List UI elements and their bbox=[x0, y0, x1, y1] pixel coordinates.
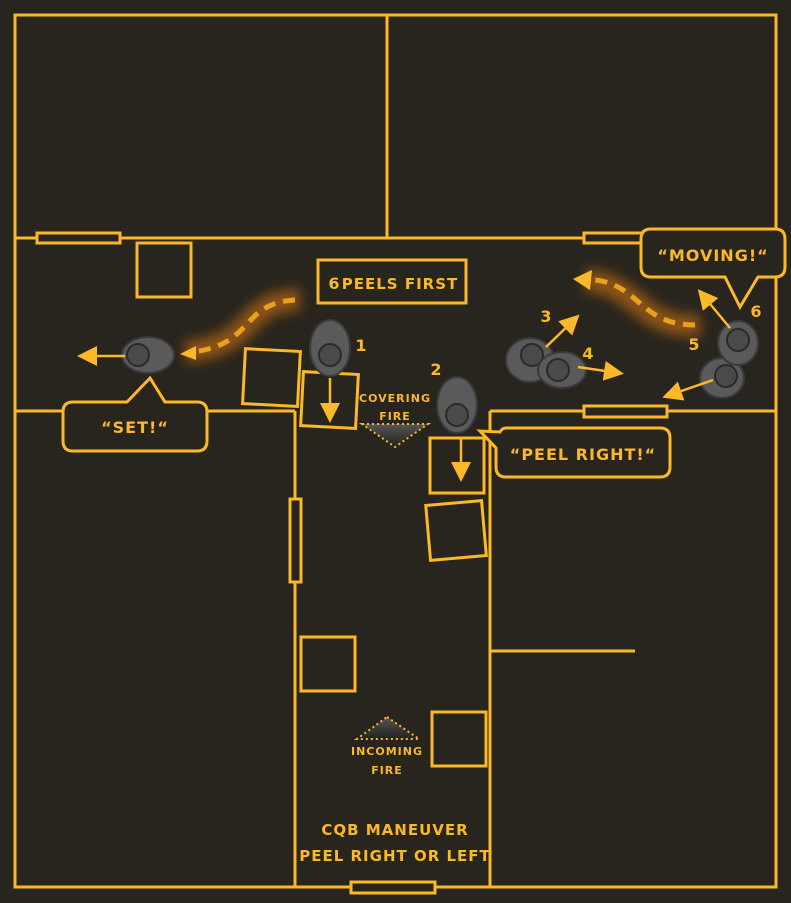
soldier-number-2: 2 bbox=[430, 360, 441, 379]
moving-bubble-text: “MOVING!“ bbox=[657, 246, 768, 265]
set-bubble: “SET!“ bbox=[61, 375, 209, 453]
peels-first-text: PEELS FIRST bbox=[342, 275, 458, 293]
soldier-number-6: 6 bbox=[750, 302, 761, 321]
soldier-number-3: 3 bbox=[540, 307, 551, 326]
furniture-boxes bbox=[135, 241, 488, 768]
peel-right-bubble-text: “PEEL RIGHT!“ bbox=[510, 445, 656, 464]
peels-first-label: 6 PEELS FIRST bbox=[316, 258, 468, 305]
soldiers bbox=[121, 319, 759, 434]
peels-first-number: 6 bbox=[328, 274, 339, 293]
covering-fire-label-2: FIRE bbox=[379, 410, 411, 423]
title-line-1: CQB MANEUVER bbox=[321, 821, 468, 839]
facing-arrows bbox=[77, 289, 731, 482]
soldier-2 bbox=[436, 376, 478, 434]
diagram-title: CQB MANEUVER PEEL RIGHT OR LEFT bbox=[299, 821, 491, 865]
soldier-number-5: 5 bbox=[688, 335, 699, 354]
peel-right-bubble: “PEEL RIGHT!“ bbox=[476, 426, 672, 479]
doors bbox=[35, 231, 669, 895]
moving-bubble: “MOVING!“ bbox=[639, 227, 787, 311]
set-bubble-text: “SET!“ bbox=[101, 418, 169, 437]
soldier-6 bbox=[717, 320, 759, 366]
incoming-fire-marker: INCOMING FIRE bbox=[351, 715, 423, 777]
incoming-fire-label-2: FIRE bbox=[371, 764, 403, 777]
soldier-number-labels: 1 2 3 4 5 6 bbox=[355, 302, 761, 379]
soldier-number-4: 4 bbox=[582, 344, 593, 363]
incoming-fire-triangle-icon bbox=[353, 715, 423, 740]
covering-fire-triangle-icon bbox=[358, 423, 432, 449]
title-line-2: PEEL RIGHT OR LEFT bbox=[299, 847, 491, 865]
covering-fire-label-1: COVERING bbox=[359, 392, 431, 405]
soldier-5 bbox=[699, 357, 745, 399]
movement-paths bbox=[180, 269, 701, 363]
soldier-4 bbox=[537, 351, 587, 389]
incoming-fire-label-1: INCOMING bbox=[351, 745, 423, 758]
soldier-1 bbox=[309, 319, 351, 377]
soldier-number-1: 1 bbox=[355, 336, 366, 355]
covering-fire-marker: COVERING FIRE bbox=[358, 392, 432, 449]
soldier-set bbox=[121, 336, 175, 374]
